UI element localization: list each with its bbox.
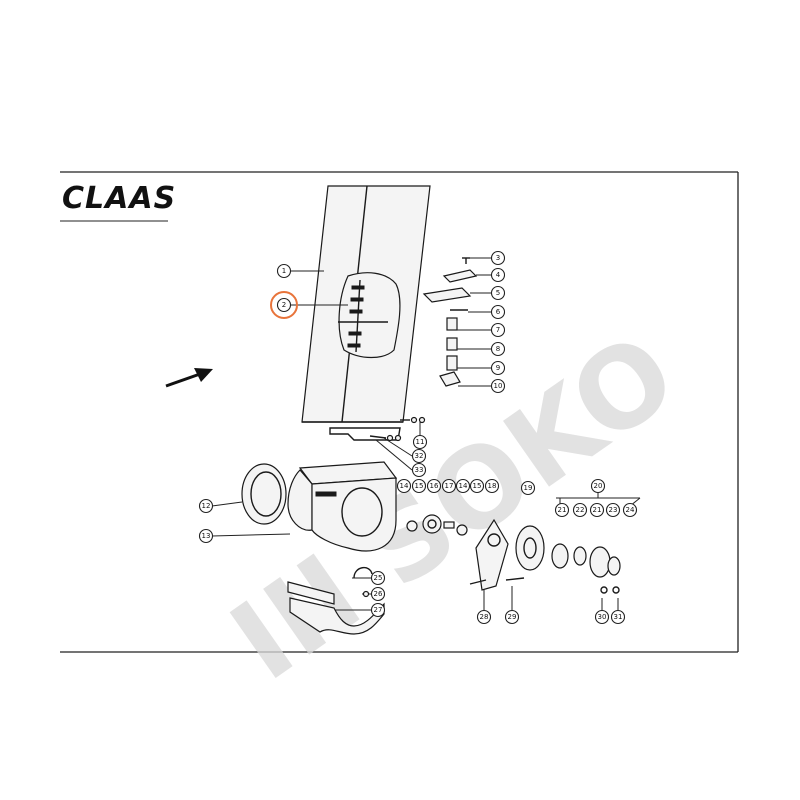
callout-18: 18 <box>484 478 500 494</box>
callout-28: 28 <box>476 609 492 625</box>
callout-2: 2 <box>276 297 292 313</box>
callout-9: 9 <box>490 360 506 376</box>
callout-33: 33 <box>411 462 427 478</box>
svg-text:19: 19 <box>524 484 533 492</box>
callout-14b: 14 <box>455 478 471 494</box>
claas-logo: CLAAS <box>62 181 176 216</box>
callout-12: 12 <box>198 498 214 514</box>
svg-text:28: 28 <box>480 613 489 621</box>
callout-24: 24 <box>622 502 638 518</box>
svg-text:3: 3 <box>496 254 500 262</box>
svg-text:26: 26 <box>374 590 383 598</box>
callout-16: 16 <box>426 478 442 494</box>
fan-housing <box>287 461 398 552</box>
direction-arrow-icon <box>165 368 213 388</box>
svg-text:27: 27 <box>374 606 383 614</box>
leader-lines <box>211 257 641 611</box>
svg-text:10: 10 <box>494 382 503 390</box>
svg-text:23: 23 <box>609 506 618 514</box>
ring-part <box>241 463 287 525</box>
trough-parts <box>287 567 385 635</box>
callout-32: 32 <box>411 448 427 464</box>
callout-7: 7 <box>490 322 506 338</box>
callout-17: 17 <box>441 478 457 494</box>
callout-22: 22 <box>572 502 588 518</box>
callout-21b: 21 <box>589 502 605 518</box>
svg-text:33: 33 <box>415 466 424 474</box>
svg-text:13: 13 <box>202 532 211 540</box>
callout-29: 29 <box>504 609 520 625</box>
callout-15a: 15 <box>411 478 427 494</box>
callout-19: 19 <box>520 480 536 496</box>
svg-text:5: 5 <box>496 289 500 297</box>
svg-text:14: 14 <box>400 482 409 490</box>
svg-text:16: 16 <box>430 482 439 490</box>
callout-21a: 21 <box>554 502 570 518</box>
svg-text:6: 6 <box>496 308 501 316</box>
svg-text:12: 12 <box>202 502 211 510</box>
svg-text:4: 4 <box>496 271 501 279</box>
sprocket-parts <box>406 514 468 536</box>
callout-11: 11 <box>412 434 428 450</box>
svg-text:9: 9 <box>496 364 500 372</box>
bearing-set <box>551 543 621 594</box>
svg-text:22: 22 <box>576 506 585 514</box>
svg-text:20: 20 <box>594 482 603 490</box>
svg-text:32: 32 <box>415 452 424 460</box>
small-parts-stack <box>422 257 478 387</box>
callout-15b: 15 <box>469 478 485 494</box>
callout-26: 26 <box>370 586 386 602</box>
svg-text:15: 15 <box>415 482 424 490</box>
svg-text:21: 21 <box>593 506 602 514</box>
callout-30: 30 <box>594 609 610 625</box>
callout-14a: 14 <box>396 478 412 494</box>
svg-text:17: 17 <box>445 482 454 490</box>
svg-text:21: 21 <box>558 506 567 514</box>
svg-text:31: 31 <box>614 613 623 621</box>
callout-3: 3 <box>490 250 506 266</box>
callout-2-highlight-ring <box>270 291 298 319</box>
callout-8: 8 <box>490 341 506 357</box>
callout-13: 13 <box>198 528 214 544</box>
svg-text:25: 25 <box>374 574 383 582</box>
callout-4: 4 <box>490 267 506 283</box>
svg-text:24: 24 <box>626 506 635 514</box>
callout-25: 25 <box>370 570 386 586</box>
callout-27: 27 <box>370 602 386 618</box>
svg-text:8: 8 <box>496 345 500 353</box>
callout-5: 5 <box>490 285 506 301</box>
callout-23: 23 <box>605 502 621 518</box>
callout-6: 6 <box>490 304 506 320</box>
callout-20: 20 <box>590 478 606 494</box>
svg-text:2: 2 <box>282 301 286 309</box>
bolts-and-washers <box>369 416 426 442</box>
svg-text:7: 7 <box>496 326 500 334</box>
svg-text:29: 29 <box>508 613 517 621</box>
svg-text:18: 18 <box>488 482 497 490</box>
callout-31: 31 <box>610 609 626 625</box>
flange-part <box>515 525 545 571</box>
callout-1: 1 <box>276 263 292 279</box>
svg-text:15: 15 <box>473 482 482 490</box>
svg-text:30: 30 <box>598 613 607 621</box>
svg-text:1: 1 <box>282 267 286 275</box>
svg-text:11: 11 <box>416 438 425 446</box>
bearing-bracket <box>469 518 525 591</box>
svg-text:14: 14 <box>459 482 468 490</box>
callout-10: 10 <box>490 378 506 394</box>
elevator-housing <box>301 185 431 441</box>
